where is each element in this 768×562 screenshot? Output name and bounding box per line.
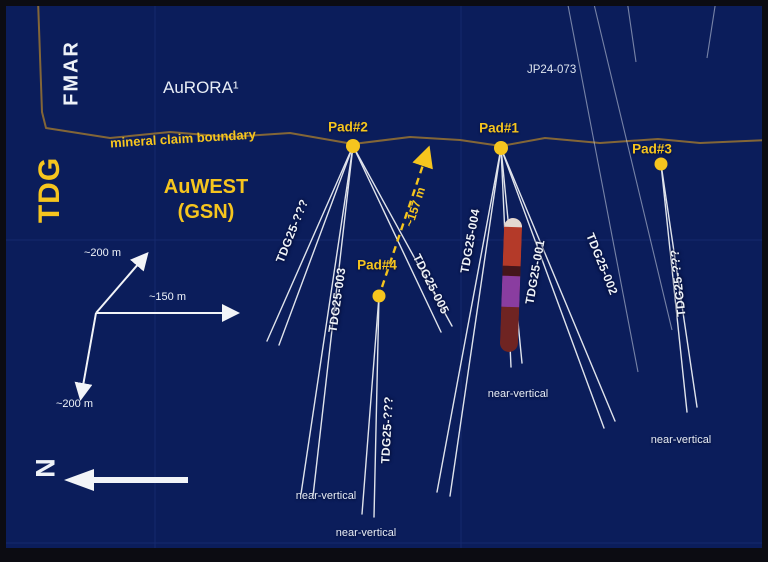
near-vertical-note-pad1: near-vertical: [487, 388, 549, 400]
claim-boundary-line: [37, 0, 768, 147]
pad1-marker: [494, 141, 508, 155]
pad2-marker: [346, 139, 360, 153]
scale-label-down: ~200 m: [56, 398, 93, 410]
pad1-label: Pad#1: [479, 120, 519, 136]
tdg-claim-label: TDG: [33, 156, 66, 224]
pad4-marker: [372, 289, 386, 303]
scale-arrows: [74, 251, 240, 401]
near-vertical-note-pad4: near-vertical: [335, 527, 397, 539]
pad4-label: Pad#4: [357, 257, 397, 273]
north-arrow: [64, 469, 188, 491]
auwest-zone-label-line1: AuWEST: [163, 176, 249, 198]
fmar-claim-label: FMAR: [60, 40, 83, 106]
historic-drill-traces: [566, 0, 717, 373]
pad3-marker: [654, 157, 668, 171]
near-vertical-note-pad3: near-vertical: [650, 434, 712, 446]
mineralized-intercept-graphic: [499, 217, 523, 353]
auwest-zone-label-line2: (GSN): [177, 201, 235, 223]
auwest-zone-label: AuWEST (GSN): [164, 175, 248, 225]
near-vertical-note-pad2: near-vertical: [295, 490, 357, 502]
north-letter: N: [30, 458, 61, 478]
pad3-label: Pad#3: [632, 141, 672, 157]
planned-drill-traces: [266, 145, 698, 518]
distance-arrow: [380, 145, 433, 288]
pad-markers: [346, 139, 668, 303]
scale-label-right: ~150 m: [149, 291, 186, 303]
pad2-label: Pad#2: [328, 119, 368, 135]
scale-label-up: ~200 m: [84, 247, 121, 259]
historic-hole-label-jp24-073: JP24-073: [527, 64, 577, 76]
aurora-zone-label: AuRORA¹: [163, 78, 239, 97]
